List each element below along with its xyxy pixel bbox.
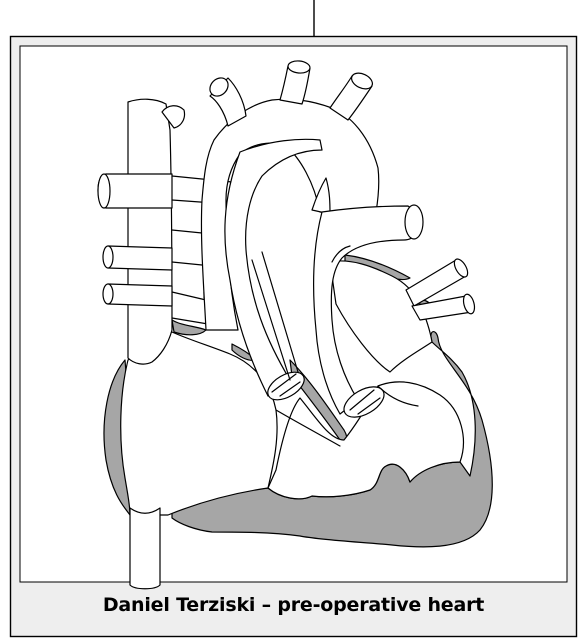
pulmonary-vein-upper-opening bbox=[98, 174, 110, 208]
pulmonary-vein-low bbox=[108, 284, 172, 306]
pulmonary-vein-mid-opening bbox=[103, 246, 113, 268]
inferior-vena-cava bbox=[130, 508, 160, 589]
pulmonary-vein-low-opening bbox=[103, 284, 113, 304]
pulmonary-vein-mid bbox=[108, 246, 172, 270]
figure-caption: Daniel Terziski – pre-operative heart bbox=[10, 594, 577, 616]
superior-vena-cava bbox=[128, 99, 172, 364]
ascending-aorta-opening bbox=[405, 205, 423, 239]
